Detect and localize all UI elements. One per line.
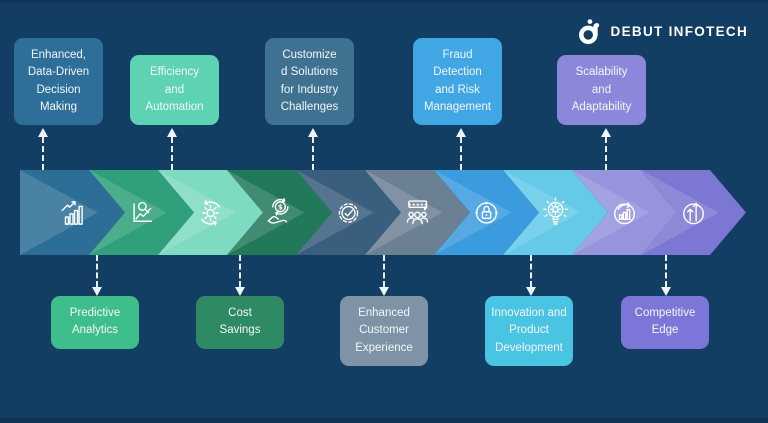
dotted-connector-up: [456, 128, 466, 170]
benefit-box-bottom: Competitive Edge: [621, 296, 709, 349]
benefit-box-bottom: Predictive Analytics: [51, 296, 139, 349]
brand-logo: DEBUT INFOTECH: [577, 18, 748, 45]
benefit-box-bottom: Enhanced Customer Experience: [340, 296, 428, 366]
connector-arrowhead: [526, 287, 536, 296]
dotted-connector-up: [308, 128, 318, 170]
connector-dashed-line: [530, 255, 532, 287]
quality-check-badge-icon: [296, 170, 401, 255]
connector-arrowhead: [38, 128, 48, 137]
dotted-connector-down: [526, 255, 536, 296]
chevron-arrow-band: $ ★★★★★: [20, 170, 746, 255]
dotted-connector-down: [379, 255, 389, 296]
benefit-box-top: Customize d Solutions for Industry Chall…: [265, 38, 354, 125]
security-lock-icon: [434, 170, 539, 255]
connector-dashed-line: [96, 255, 98, 287]
connector-arrowhead: [167, 128, 177, 137]
dotted-connector-up: [601, 128, 611, 170]
benefit-box-top: Scalability and Adaptability: [557, 55, 646, 125]
dotted-connector-up: [38, 128, 48, 170]
benefit-box-top: Enhanced, Data-Driven Decision Making: [14, 38, 103, 125]
connector-arrowhead: [661, 287, 671, 296]
dotted-connector-down: [235, 255, 245, 296]
connector-arrowhead: [601, 128, 611, 137]
dotted-connector-down: [661, 255, 671, 296]
benefit-box-bottom: Cost Savings: [196, 296, 284, 349]
connector-arrowhead: [235, 287, 245, 296]
competitive-arrows-icon: [641, 170, 746, 255]
connector-arrowhead: [379, 287, 389, 296]
debut-infotech-logo-icon: [578, 19, 599, 45]
cost-savings-hand-icon: $: [227, 170, 332, 255]
connector-dashed-line: [665, 255, 667, 287]
bar-chart-growth-icon: [20, 170, 125, 255]
connector-dashed-line: [312, 137, 314, 170]
benefit-box-bottom: Innovation and Product Development: [485, 296, 573, 366]
connector-dashed-line: [239, 255, 241, 287]
connector-dashed-line: [460, 137, 462, 170]
connector-dashed-line: [42, 137, 44, 170]
connector-dashed-line: [171, 137, 173, 170]
dotted-connector-up: [167, 128, 177, 170]
connector-arrowhead: [92, 287, 102, 296]
benefit-box-top: Fraud Detection and Risk Management: [413, 38, 502, 125]
dotted-connector-down: [92, 255, 102, 296]
connector-arrowhead: [308, 128, 318, 137]
brand-name: DEBUT INFOTECH: [610, 24, 748, 39]
automation-gear-icon: [158, 170, 263, 255]
benefit-box-top: Efficiency and Automation: [130, 55, 219, 125]
growth-chart-circle-icon: [572, 170, 677, 255]
customer-review-icon: ★★★★★: [365, 170, 470, 255]
svg-text:$: $: [278, 202, 283, 211]
analytics-magnifier-icon: [89, 170, 194, 255]
connector-arrowhead: [456, 128, 466, 137]
svg-text:★★★★★: ★★★★★: [408, 202, 428, 208]
connector-dashed-line: [605, 137, 607, 170]
connector-dashed-line: [383, 255, 385, 287]
innovation-bulb-icon: [503, 170, 608, 255]
